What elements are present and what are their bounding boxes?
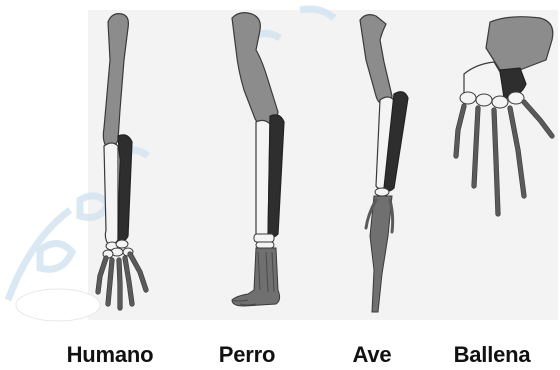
homologous-limbs-diagram: .hum { fill: #8c8c8c; stroke: #3a3a3a; s… <box>0 0 560 330</box>
bird-carpals <box>375 188 389 196</box>
whale-flipper <box>456 17 553 214</box>
human-humerus <box>103 14 128 147</box>
bird-wing <box>360 15 408 312</box>
dog-leg <box>232 13 284 306</box>
human-ulna <box>118 135 132 241</box>
human-radius <box>104 143 118 245</box>
label-dog: Perro <box>219 342 275 368</box>
whale-fingers <box>456 102 552 214</box>
bird-hand <box>370 196 392 312</box>
label-whale: Ballena <box>454 342 531 368</box>
whale-humerus <box>486 17 553 70</box>
bird-humerus <box>360 15 392 106</box>
dog-carpals <box>254 234 274 248</box>
label-bird: Ave <box>353 342 392 368</box>
human-arm <box>98 14 146 308</box>
dog-ulna <box>268 115 284 238</box>
label-human: Humano <box>67 342 154 368</box>
dog-humerus <box>232 13 278 126</box>
human-fingers <box>98 254 146 308</box>
